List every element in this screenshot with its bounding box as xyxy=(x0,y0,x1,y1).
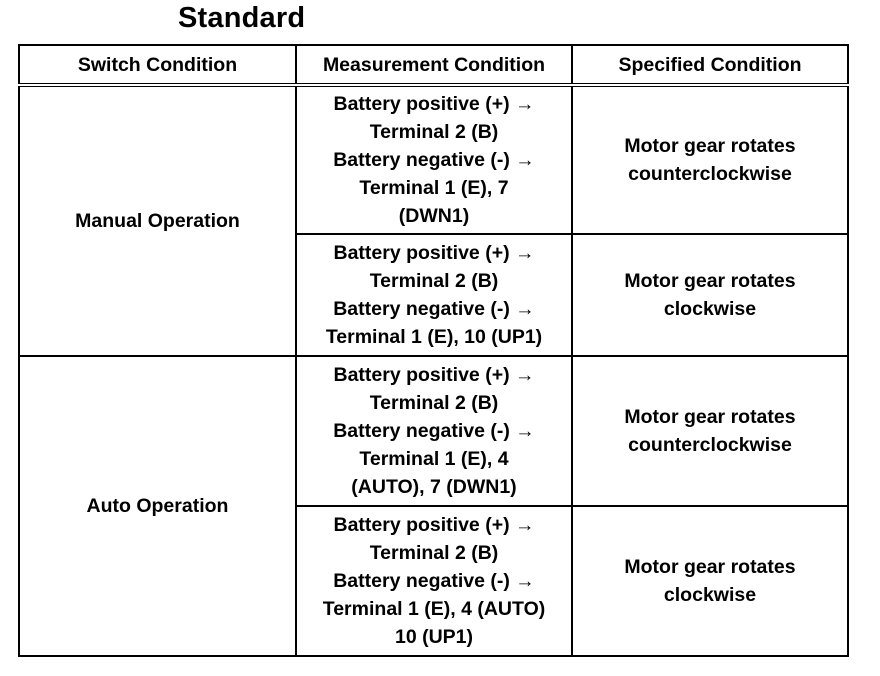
measurement-line: Battery negative (-) → xyxy=(333,420,535,442)
specified-condition-cell: Motor gear rotates counterclockwise xyxy=(571,355,849,507)
specified-condition-cell: Motor gear rotates clockwise xyxy=(571,505,849,657)
measurement-line: Terminal 1 (E), 7 xyxy=(359,177,509,199)
specified-line: clockwise xyxy=(663,298,757,320)
measurement-line: Terminal 2 (B) xyxy=(369,542,499,564)
switch-condition-cell: Auto Operation xyxy=(18,355,297,657)
header-measurement-condition: Measurement Condition xyxy=(295,44,573,87)
specified-line: Motor gear rotates xyxy=(624,135,796,157)
measurement-condition-cell: Battery positive (+) → Terminal 2 (B) Ba… xyxy=(295,233,573,357)
table-row: Battery positive (+) → Terminal 2 (B) Ba… xyxy=(19,505,849,657)
measurement-condition-cell: Battery positive (+) → Terminal 2 (B) Ba… xyxy=(295,84,573,235)
specified-line: clockwise xyxy=(663,584,757,606)
measurement-line: Battery positive (+) → xyxy=(333,364,535,386)
specified-line: Motor gear rotates xyxy=(624,270,796,292)
table-header-row: Switch Condition Measurement Condition S… xyxy=(18,44,849,87)
switch-condition-cell: Manual Operation xyxy=(18,84,297,357)
specified-condition-cell: Motor gear rotates counterclockwise xyxy=(571,84,849,235)
measurement-line: Battery positive (+) → xyxy=(333,93,535,115)
measurement-line: Battery negative (-) → xyxy=(333,570,535,592)
measurement-line: Battery negative (-) → xyxy=(333,149,535,171)
specified-condition-cell: Motor gear rotates clockwise xyxy=(571,233,849,357)
measurement-condition-cell: Battery positive (+) → Terminal 2 (B) Ba… xyxy=(295,505,573,657)
page-title: Standard xyxy=(178,2,306,34)
table-row: Manual Operation Battery positive (+) → … xyxy=(18,84,849,357)
measurement-line: (DWN1) xyxy=(398,205,470,227)
measurement-line: Terminal 1 (E), 4 (AUTO) xyxy=(322,598,546,620)
measurement-line: 10 (UP1) xyxy=(394,626,474,648)
specified-line: Motor gear rotates xyxy=(624,556,796,578)
measurement-line: Terminal 1 (E), 4 xyxy=(359,448,509,470)
measurement-line: Battery positive (+) → xyxy=(333,242,535,264)
measurement-line: Terminal 1 (E), 10 (UP1) xyxy=(325,326,543,348)
measurement-line: Battery positive (+) → xyxy=(333,514,535,536)
table-row: Auto Operation Battery positive (+) → Te… xyxy=(18,355,849,657)
measurement-condition-cell: Battery positive (+) → Terminal 2 (B) Ba… xyxy=(295,355,573,507)
specified-line: counterclockwise xyxy=(628,163,792,185)
specified-line: counterclockwise xyxy=(628,434,792,456)
measurement-line: Terminal 2 (B) xyxy=(369,121,499,143)
header-switch-condition: Switch Condition xyxy=(18,44,297,87)
table-row: Battery positive (+) → Terminal 2 (B) Ba… xyxy=(19,233,849,357)
measurement-line: Terminal 2 (B) xyxy=(369,392,499,414)
measurement-line: Terminal 2 (B) xyxy=(369,270,499,292)
specified-line: Motor gear rotates xyxy=(624,406,796,428)
standard-table: Switch Condition Measurement Condition S… xyxy=(18,44,849,657)
measurement-line: (AUTO), 7 (DWN1) xyxy=(351,476,517,498)
measurement-line: Battery negative (-) → xyxy=(333,298,535,320)
header-specified-condition: Specified Condition xyxy=(571,44,849,87)
